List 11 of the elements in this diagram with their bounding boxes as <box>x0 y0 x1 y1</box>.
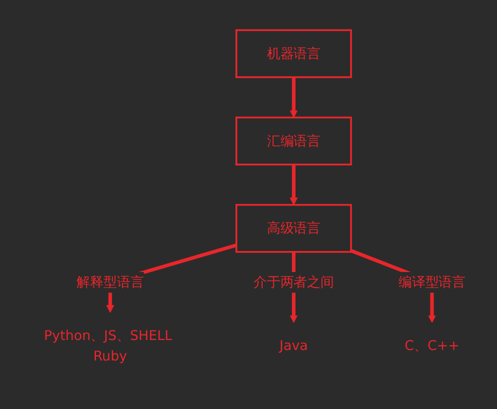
edge-label: 介于两者之间 <box>253 273 334 290</box>
edge-label: 解释型语言 <box>76 273 144 290</box>
arrow <box>290 76 298 118</box>
node-text: Python、JS、SHELL Ruby <box>44 327 172 364</box>
node-box: 机器语言 <box>235 28 352 78</box>
node-text: C、C++ <box>404 337 460 354</box>
node-box: 汇编语言 <box>235 116 352 166</box>
edge-label: 编译型语言 <box>398 273 466 290</box>
node-text: Java <box>280 337 308 354</box>
arrow <box>290 164 298 205</box>
node-box: 高级语言 <box>235 204 352 252</box>
